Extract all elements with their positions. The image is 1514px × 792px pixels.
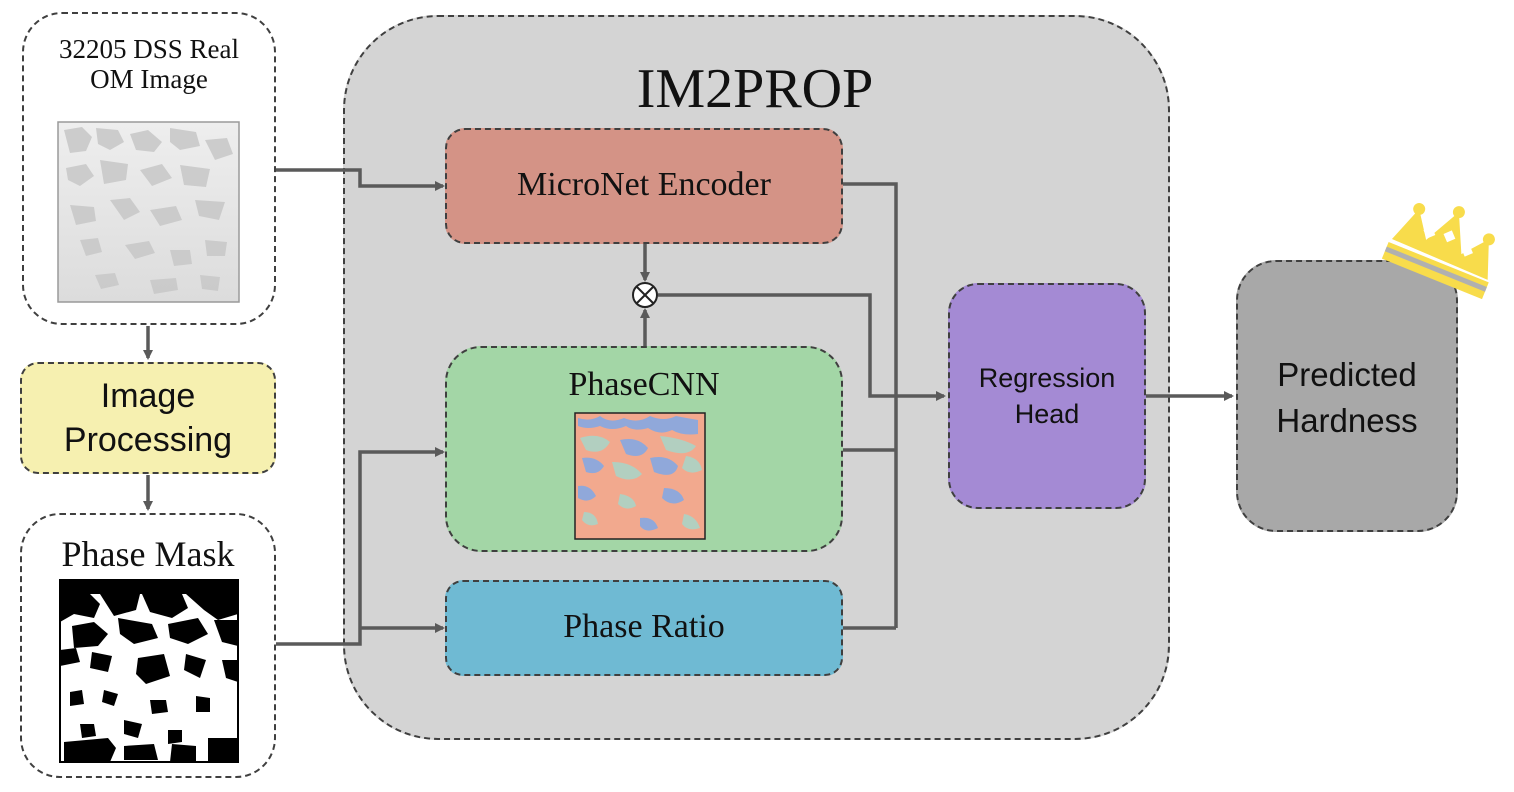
processing-line1: Image <box>100 377 196 415</box>
regression-line2: Head <box>1014 399 1080 430</box>
phasecnn-label: PhaseCNN <box>568 366 720 403</box>
processing-line2: Processing <box>63 421 233 460</box>
input-image-title: 32205 DSS Real OM Image <box>28 34 270 94</box>
output-line2: Hardness <box>1276 402 1418 440</box>
crown-icon <box>1381 203 1495 300</box>
image-processing-label: Image Processing <box>20 374 276 462</box>
multiply-node <box>632 282 658 308</box>
predicted-hardness-label: Predicted Hardness <box>1236 352 1458 444</box>
regression-head-box <box>948 283 1146 509</box>
im2prop-title: IM2PROP <box>636 58 874 120</box>
arrow-multiply-to-regression <box>658 293 946 401</box>
regression-line1: Regression <box>978 363 1116 393</box>
regression-head-label: Regression Head <box>948 360 1146 433</box>
input-title-line2: OM Image <box>90 64 208 95</box>
predicted-hardness-box <box>1236 260 1458 532</box>
micronet-encoder-label: MicroNet Encoder <box>517 166 771 203</box>
arrow-input-to-encoder <box>276 168 445 191</box>
micronet-encoder-box <box>445 128 843 244</box>
arrow-mask-to-phasecnn <box>276 447 445 646</box>
image-processing-box <box>20 362 276 474</box>
phase-ratio-label: Phase Ratio <box>563 608 725 645</box>
phase-mask-title: Phase Mask <box>61 534 235 574</box>
line-encoder-to-bus <box>843 182 898 628</box>
output-line1: Predicted <box>1277 356 1417 393</box>
phase-ratio-box <box>445 580 843 676</box>
input-title-line1: 32205 DSS Real <box>58 34 239 64</box>
